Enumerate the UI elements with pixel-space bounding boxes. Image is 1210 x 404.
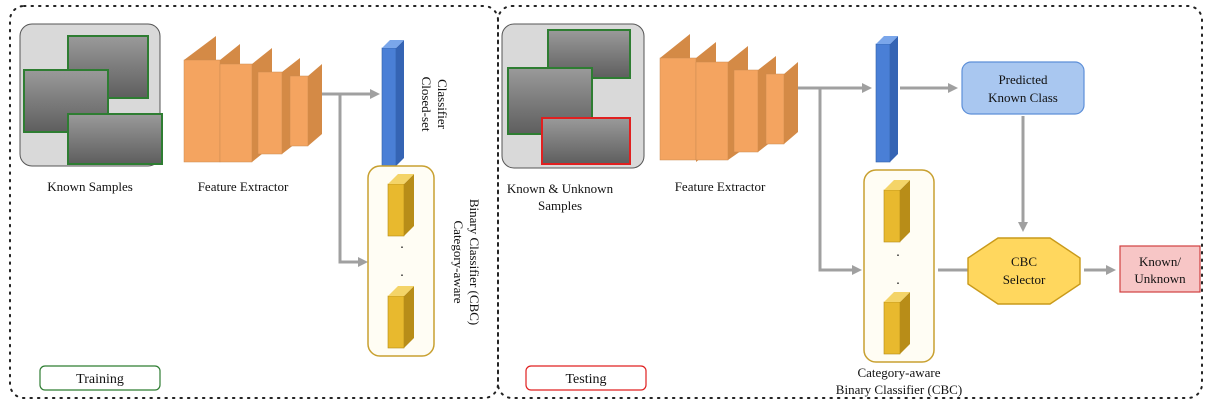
cbc-dot: . [400, 265, 404, 280]
closed-set-classifier-block [875, 36, 898, 163]
known-unknown-result-box [1119, 245, 1201, 293]
training-badge-label: Training [76, 372, 124, 387]
predicted-label-2: Known Class [988, 90, 1058, 105]
feature-extractor-label: Feature Extractor [198, 179, 289, 194]
cbc-label-1: Category-aware [857, 365, 940, 380]
known-unknown-samples-stack [501, 23, 645, 169]
cbc-label-2: Binary Classifier (CBC) [467, 199, 482, 325]
known-samples-label: Known Samples [47, 179, 133, 194]
cbc-block-bottom [387, 286, 414, 349]
testing-panel-border [497, 5, 1203, 399]
samples-label-2: Samples [538, 198, 582, 213]
testing-panel: Known & Unknown Samples Feature Extracto… [497, 5, 1203, 399]
cbc-block-bottom [883, 292, 910, 355]
known-sample-image [67, 113, 163, 165]
predicted-label-1: Predicted [998, 72, 1048, 87]
cbc-dot: . [400, 237, 404, 252]
closed-set-classifier-label-2: Classifier [435, 79, 450, 129]
cbc-selector-box [967, 237, 1081, 305]
feature-extractor-label: Feature Extractor [675, 179, 766, 194]
feature-extractor-blocks [659, 34, 798, 162]
closed-set-classifier-block [381, 40, 404, 167]
result-label-1: Known/ [1139, 254, 1181, 269]
cbc-label-2: Binary Classifier (CBC) [836, 382, 962, 397]
cbc-dot: . [896, 245, 900, 260]
arrow-to-cbc [818, 88, 862, 275]
unknown-sample-image [541, 117, 631, 165]
training-panel-border [9, 5, 499, 399]
samples-label-1: Known & Unknown [507, 181, 614, 196]
cbc-dot: . [896, 273, 900, 288]
feature-extractor-blocks [183, 36, 322, 163]
closed-set-classifier-label-1: Closed-set [419, 77, 434, 132]
cbc-block-top [883, 180, 910, 243]
training-badge [39, 365, 161, 391]
testing-badge [525, 365, 647, 391]
arrow-to-cbc [338, 94, 368, 267]
result-label-2: Unknown [1134, 271, 1186, 286]
cbc-block-top [387, 174, 414, 237]
cbc-label-1: Category-aware [451, 220, 466, 303]
known-samples-stack [19, 23, 163, 167]
predicted-known-class-box [961, 61, 1085, 115]
training-panel: Known Samples Feature Extractor Closed-s… [9, 5, 499, 399]
selector-label-1: CBC [1011, 254, 1037, 269]
testing-badge-label: Testing [565, 372, 606, 387]
selector-label-2: Selector [1003, 272, 1046, 287]
cbc-frame [863, 169, 935, 363]
cbc-frame [367, 165, 435, 357]
